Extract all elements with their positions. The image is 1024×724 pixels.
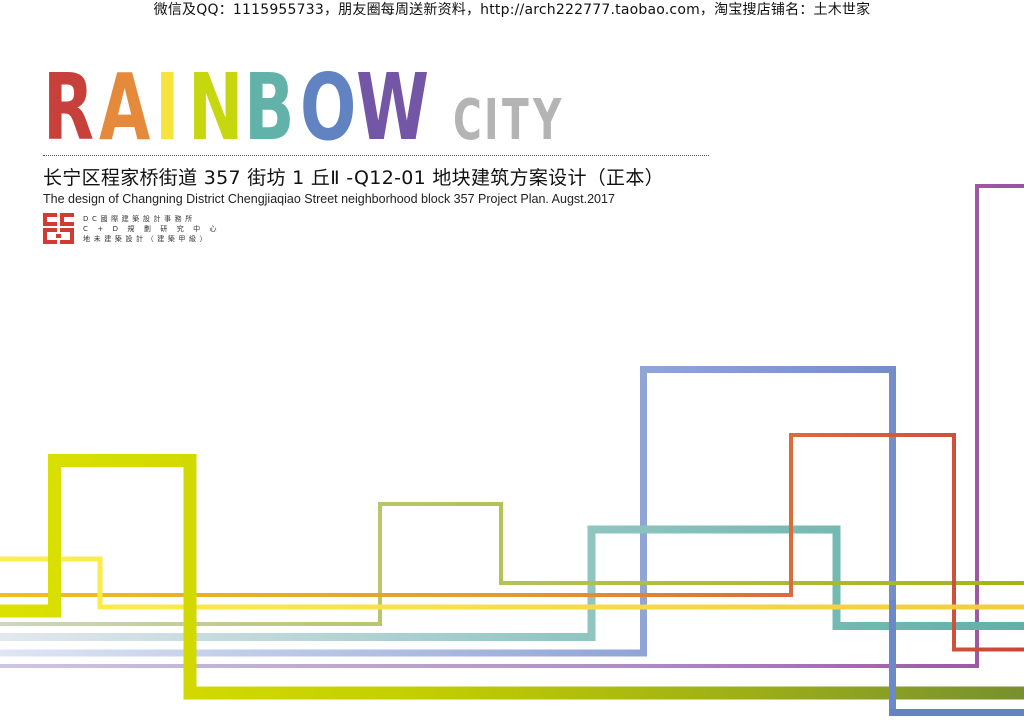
brand-word-city: C I T Y [453,88,564,153]
brand-letter-i: I [155,54,180,161]
brand-letter-n: N [188,54,244,161]
brand-letter-a: A [99,54,151,161]
teal-box-line [0,525,1024,641]
brand-word-rainbow: R A I N B O W [43,54,430,161]
brand-sub-letter-i: I [484,88,499,153]
brand-letter-o: O [300,54,357,161]
firm-logo: DC國際建築設計事務所 C + D 規 劃 研 究 中 心 地未建築設計（建築甲… [43,213,220,244]
project-title-chinese: 长宁区程家桥街道 357 街坊 1 丘Ⅱ -Q12-01 地块建筑方案设计（正本… [43,167,664,189]
watermark-banner: 微信及QQ：1115955733，朋友圈每周送新资料，http://arch22… [153,2,871,18]
firm-logo-text: DC國際建築設計事務所 C + D 規 劃 研 究 中 心 地未建築設計（建築甲… [83,214,220,244]
brand-letter-r: R [43,54,95,161]
red-box-line [0,433,1024,652]
purple-tall-line [0,184,1024,668]
firm-logo-icon [43,213,74,244]
brand-letter-w: W [356,54,430,161]
rainbow-city-logotype: R A I N B O W C I T Y [43,54,564,161]
firm-name-line-2: C + D 規 劃 研 究 中 心 [83,225,221,233]
project-title-english: The design of Changning District Chengji… [43,192,615,206]
firm-name-line-1: DC國際建築設計事務所 [83,215,196,223]
lime-thick-line [0,454,1024,700]
yellow-thin-line [0,556,1024,610]
olive-box-line [0,502,1024,626]
brand-letter-b: B [244,54,295,161]
brand-sub-letter-y: Y [533,88,562,153]
brand-sub-letter-t: T [502,88,529,153]
firm-name-line-3: 地未建築設計（建築甲級） [83,235,211,243]
brand-sub-letter-c: C [453,88,482,153]
dotted-separator [43,155,709,156]
blue-box-line [0,366,1024,716]
